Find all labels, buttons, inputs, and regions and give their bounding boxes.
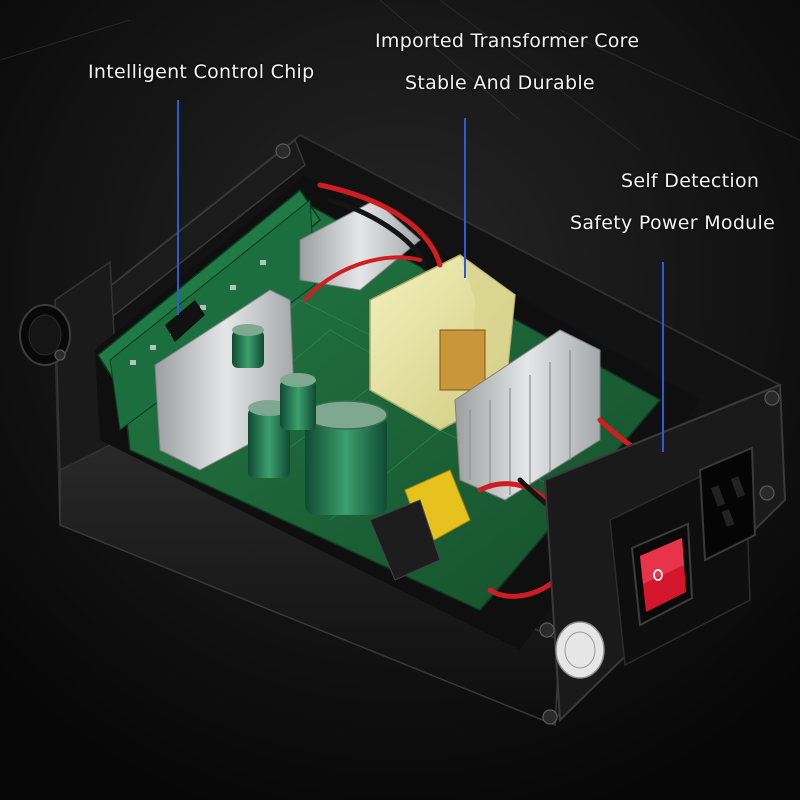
certification-sticker [555,621,605,679]
capacitor-small-1 [248,400,290,478]
callout-control-chip: Intelligent Control Chip [88,61,315,83]
callout-stable-durable: Stable And Durable [405,72,595,94]
leader-line-transformer [464,118,466,278]
capacitor-large [304,400,388,515]
power-rocker-switch [630,522,694,627]
callout-safety-power-module: Safety Power Module [570,212,776,234]
leader-line-control-chip [177,100,179,315]
callout-self-detection: Self Detection [621,170,760,192]
heatsink-right [454,329,601,501]
screws [54,143,780,725]
capacitor-small-3 [232,324,264,368]
callout-transformer-core: Imported Transformer Core [375,30,640,52]
power-inlet-socket [698,446,757,562]
background-lines [0,0,800,151]
leader-line-safety-module [662,262,664,452]
control-chip [165,300,205,342]
inductor [369,499,441,581]
capacitor-small-2 [280,373,316,430]
